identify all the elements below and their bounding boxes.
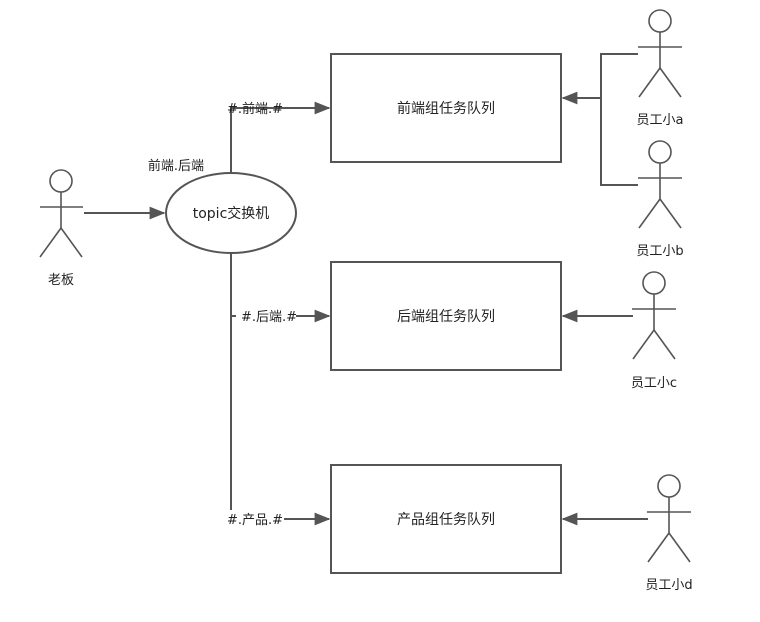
- queue-backend-label: 后端组任务队列: [397, 309, 495, 325]
- boss-label: 老板: [48, 273, 74, 288]
- worker-a-actor-icon: [638, 9, 682, 98]
- binding-backend-arrow: [230, 253, 331, 323]
- publish-routing-key-label: 前端.后端: [148, 158, 204, 174]
- workers-ab-connector: [600, 53, 638, 186]
- worker-b-label: 员工小b: [636, 244, 683, 259]
- worker-c-label: 员工小c: [631, 376, 677, 391]
- queue-backend-node: [330, 261, 562, 371]
- queue-product-node: [330, 464, 562, 574]
- topic-exchange-label: topic交换机: [193, 205, 270, 222]
- queue-frontend-node: [330, 53, 562, 163]
- boss-actor-icon: [39, 169, 83, 258]
- binding-frontend-arrow: [230, 101, 331, 173]
- binding-product-key: #.产品.#: [227, 513, 283, 528]
- binding-backend-key: #.后端.#: [241, 310, 297, 325]
- worker-a-label: 员工小a: [637, 113, 684, 128]
- worker-d-label: 员工小d: [645, 578, 692, 593]
- queue-frontend-label: 前端组任务队列: [397, 100, 495, 117]
- binding-frontend-key: #.前端.#: [227, 101, 283, 117]
- binding-product-arrow: [230, 316, 331, 526]
- worker-b-actor-icon: [638, 140, 682, 229]
- queue-product-label: 产品组任务队列: [397, 512, 495, 528]
- worker-c-actor-icon: [632, 271, 676, 360]
- worker-d-actor-icon: [647, 474, 691, 563]
